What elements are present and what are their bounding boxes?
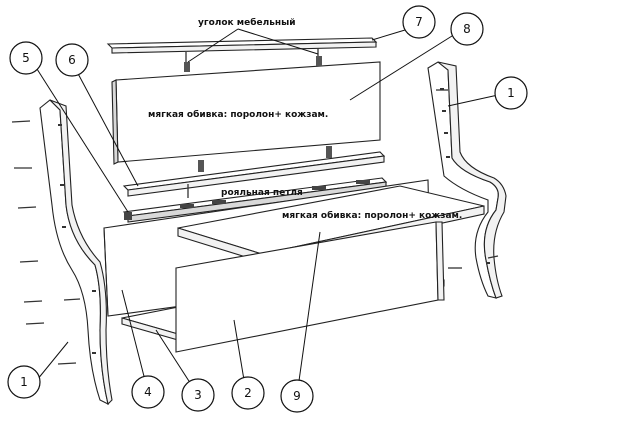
label-back-upholstery: мягкая обивка: поролон+ кожзам.	[148, 109, 328, 120]
callout-2: 2	[231, 376, 265, 410]
left-panel-holes	[58, 124, 96, 354]
svg-text:3: 3	[194, 388, 202, 402]
label-piano-hinge: рояльная петля	[221, 188, 303, 198]
right-panel-holes	[440, 88, 490, 264]
right-side-panel	[427, 61, 507, 299]
leader-lines	[36, 28, 499, 396]
box-front-panel	[175, 221, 445, 353]
svg-text:1: 1	[507, 86, 515, 100]
label-seat-upholstery: мягкая обивка: поролон+ кожзам.	[282, 210, 462, 221]
callout-7: 6	[55, 43, 89, 77]
callout-8: 8	[450, 12, 484, 46]
callout-4: 4	[131, 375, 165, 409]
svg-text:2: 2	[244, 386, 252, 400]
label-furniture-corner: уголок мебельный	[198, 17, 296, 28]
piano-hinge	[124, 180, 370, 220]
left-panel-screws	[11, 120, 81, 365]
svg-text:6: 6	[68, 53, 76, 67]
svg-text:1: 1	[20, 375, 28, 389]
callout-1-left: 1	[7, 365, 41, 399]
furniture-corner-brackets	[184, 56, 332, 172]
svg-text:4: 4	[144, 385, 152, 399]
callout-6: 9	[280, 379, 314, 413]
svg-text:7: 7	[415, 15, 423, 29]
left-side-panel	[11, 99, 113, 406]
callout-5: 5	[9, 41, 43, 75]
svg-text:8: 8	[463, 22, 471, 36]
callout-9: 7	[402, 5, 436, 39]
backrest-cushion	[111, 56, 381, 172]
back-support-rail	[122, 151, 386, 198]
hinge-lid	[122, 177, 388, 223]
right-panel-screws	[436, 89, 499, 269]
callout-1-right: 1	[494, 76, 528, 110]
callout-3: 3	[181, 378, 215, 412]
top-trim-board	[106, 37, 378, 68]
svg-text:5: 5	[22, 51, 30, 65]
svg-text:9: 9	[293, 389, 301, 403]
